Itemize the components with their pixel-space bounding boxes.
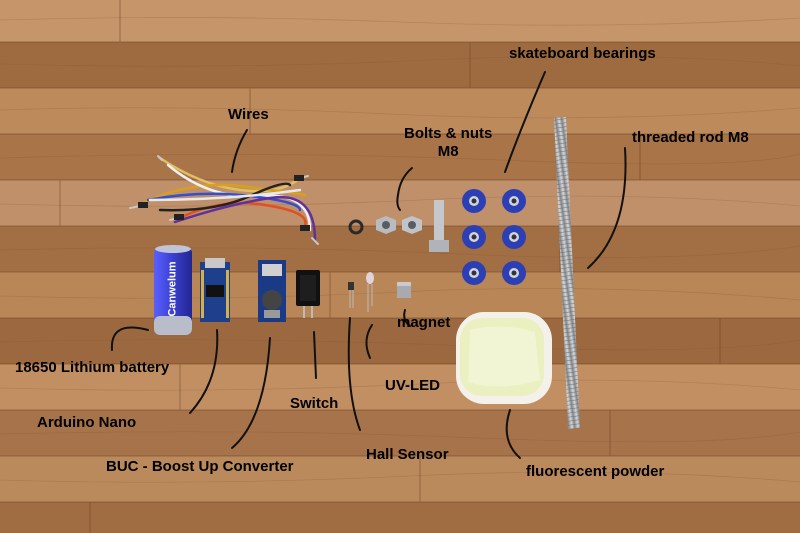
magnet xyxy=(397,282,411,298)
label-skateboard-bearings: skateboard bearings xyxy=(509,45,656,62)
label-magnet: magnet xyxy=(397,314,451,331)
label-threaded-rod: threaded rod M8 xyxy=(632,129,749,146)
hall-sensor xyxy=(348,282,354,308)
label-bolts-nuts-line2: M8 xyxy=(437,143,459,160)
label-battery: 18650 Lithium battery xyxy=(15,359,170,376)
jumper-wires xyxy=(129,155,319,245)
label-bolts-nuts: Bolts & nuts M8 xyxy=(404,125,492,161)
battery-brand-text: Canwelum xyxy=(166,261,179,317)
label-buc: BUC - Boost Up Converter xyxy=(106,458,294,475)
lithium-battery xyxy=(154,245,192,335)
label-arduino: Arduino Nano xyxy=(37,414,137,431)
label-switch: Switch xyxy=(290,395,339,412)
rocker-switch xyxy=(296,270,320,318)
label-wires: Wires xyxy=(228,106,269,123)
uv-led xyxy=(366,272,374,312)
label-hall-sensor: Hall Sensor xyxy=(366,446,449,463)
boost-converter-board xyxy=(258,260,286,322)
label-uv-led: UV-LED xyxy=(385,377,441,394)
fluorescent-powder-container xyxy=(456,312,552,404)
bolts-and-nuts xyxy=(348,200,449,252)
arduino-nano-board xyxy=(200,258,230,322)
skateboard-bearings xyxy=(462,189,526,285)
label-bolts-nuts-line1: Bolts & nuts xyxy=(404,125,493,142)
threaded-rod xyxy=(554,117,580,429)
leader-lines xyxy=(110,71,627,459)
label-fluorescent: fluorescent powder xyxy=(526,463,665,480)
